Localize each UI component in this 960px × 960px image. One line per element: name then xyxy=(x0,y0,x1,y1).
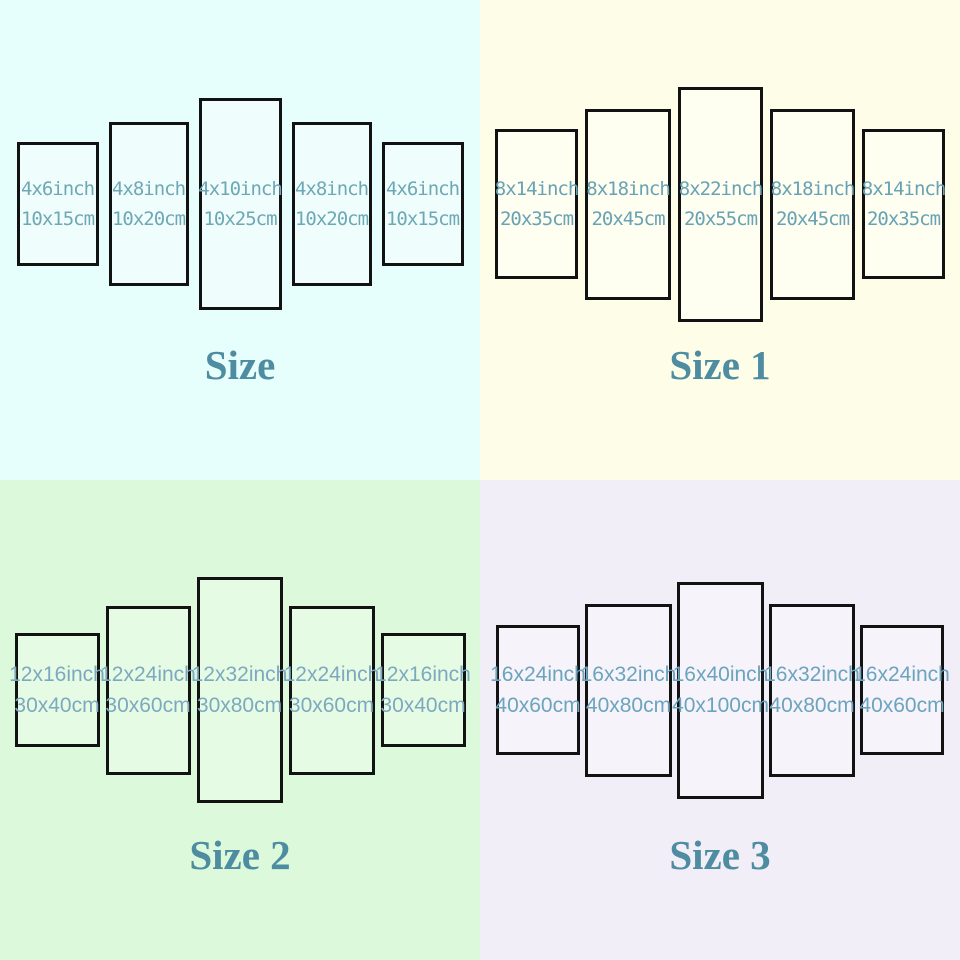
canvas-panel: 8x18inch 20x45cm xyxy=(585,108,671,300)
size-inch-label: 12x24inch xyxy=(283,663,380,686)
size-cm-label: 40x80cm xyxy=(585,694,672,717)
panel-size-label: 12x24inch 30x60cm xyxy=(284,659,380,721)
canvas-panel: 4x8inch 10x20cm xyxy=(291,122,372,286)
panel-size-label: 8x18inch 20x45cm xyxy=(586,174,671,234)
panel-size-label: 12x24inch 30x60cm xyxy=(100,659,196,721)
panel-size-label: 8x18inch 20x45cm xyxy=(770,174,856,234)
panel-size-label: 16x24inch 40x60cm xyxy=(490,659,586,721)
size-cm-label: 30x60cm xyxy=(288,694,375,717)
size-inch-label: 8x18inch xyxy=(586,178,671,200)
panel-size-label: 4x8inch 10x20cm xyxy=(294,174,369,234)
panel-size-label: 16x32inch 40x80cm xyxy=(764,659,860,721)
size-cm-label: 10x15cm xyxy=(20,208,95,230)
size-inch-label: 4x10inch xyxy=(198,178,283,200)
size-inch-label: 4x6inch xyxy=(20,178,95,200)
panel-size-label: 4x6inch 10x15cm xyxy=(20,174,95,234)
size-inch-label: 16x32inch xyxy=(764,663,860,686)
size-cm-label: 40x80cm xyxy=(769,694,855,717)
size-cm-label: 30x60cm xyxy=(105,694,191,717)
panel-size-label: 12x16inch 30x40cm xyxy=(9,659,105,721)
size-inch-label: 12x16inch xyxy=(9,663,105,686)
canvas-panel: 12x32inch 30x80cm xyxy=(192,577,287,803)
panel-size-label: 8x14inch 20x35cm xyxy=(861,174,947,234)
size-cm-label: 40x60cm xyxy=(495,694,581,717)
size-inch-label: 8x18inch xyxy=(770,178,856,200)
size-inch-label: 12x32inch xyxy=(191,663,288,686)
panel-size-label: 4x8inch 10x20cm xyxy=(111,174,186,234)
canvas-panel: 16x24inch 40x60cm xyxy=(854,625,950,755)
canvas-panel: 12x24inch 30x60cm xyxy=(284,605,379,775)
size-chart-quadrant-size: 4x6inch 10x15cm 4x8inch 10x20cm 4x10inch… xyxy=(0,0,480,480)
size-inch-label: 4x8inch xyxy=(294,178,369,200)
size-inch-label: 8x14inch xyxy=(494,178,580,200)
size-inch-label: 4x6inch xyxy=(385,178,460,200)
size-cm-label: 30x80cm xyxy=(196,694,283,717)
size-inch-label: 16x40inch xyxy=(672,663,769,686)
canvas-panel: 8x22inch 20x55cm xyxy=(678,86,764,322)
canvas-panel: 12x24inch 30x60cm xyxy=(100,605,196,775)
panel-size-label: 8x14inch 20x35cm xyxy=(494,174,580,234)
panel-size-label: 12x32inch 30x80cm xyxy=(192,659,288,721)
size-group-title: Size 2 xyxy=(189,832,291,878)
size-inch-label: 4x8inch xyxy=(111,178,186,200)
size-inch-label: 12x16inch xyxy=(375,663,471,686)
canvas-panel: 16x32inch 40x80cm xyxy=(764,603,860,777)
canvas-panel: 12x16inch 30x40cm xyxy=(375,633,471,747)
canvas-panel: 16x32inch 40x80cm xyxy=(581,603,676,777)
size-cm-label: 10x20cm xyxy=(111,208,186,230)
size-group-title: Size xyxy=(204,342,276,388)
size-cm-label: 20x35cm xyxy=(866,208,941,230)
size-inch-label: 8x22inch xyxy=(678,178,764,200)
size-inch-label: 16x24inch xyxy=(490,663,586,686)
canvas-panel: 16x24inch 40x60cm xyxy=(490,625,586,755)
canvas-panel: 4x6inch 10x15cm xyxy=(381,142,464,266)
panel-size-label: 12x16inch 30x40cm xyxy=(375,659,471,721)
size-cm-label: 40x100cm xyxy=(672,694,769,717)
panel-size-label: 16x24inch 40x60cm xyxy=(854,659,950,721)
size-cm-label: 40x60cm xyxy=(859,694,945,717)
panel-size-label: 4x6inch 10x15cm xyxy=(385,174,460,234)
size-inch-label: 12x24inch xyxy=(100,663,196,686)
size-group-title: Size 3 xyxy=(669,832,771,878)
size-cm-label: 20x35cm xyxy=(499,208,574,230)
size-cm-label: 10x20cm xyxy=(294,208,369,230)
size-cm-label: 20x45cm xyxy=(591,208,665,230)
size-inch-label: 16x24inch xyxy=(854,663,950,686)
canvas-panel: 4x6inch 10x15cm xyxy=(16,142,99,266)
panel-size-label: 16x32inch 40x80cm xyxy=(581,659,677,721)
size-cm-label: 10x15cm xyxy=(385,208,460,230)
size-cm-label: 30x40cm xyxy=(380,694,466,717)
size-cm-label: 30x40cm xyxy=(14,694,100,717)
canvas-panel: 8x18inch 20x45cm xyxy=(770,108,856,300)
canvas-panel: 16x40inch 40x100cm xyxy=(672,581,769,799)
size-chart-quadrant-size-1: 8x14inch 20x35cm 8x18inch 20x45cm 8x22in… xyxy=(480,0,960,480)
canvas-panel: 8x14inch 20x35cm xyxy=(494,129,580,279)
panel-size-label: 8x22inch 20x55cm xyxy=(678,174,764,234)
size-cm-label: 10x25cm xyxy=(203,208,277,230)
canvas-panel: 4x8inch 10x20cm xyxy=(108,122,189,286)
size-cm-label: 20x45cm xyxy=(775,208,850,230)
panel-size-label: 16x40inch 40x100cm xyxy=(672,659,769,721)
canvas-panel: 8x14inch 20x35cm xyxy=(861,129,947,279)
size-cm-label: 20x55cm xyxy=(683,208,758,230)
size-chart-quadrant-size-3: 16x24inch 40x60cm 16x32inch 40x80cm 16x4… xyxy=(480,480,960,960)
size-inch-label: 16x32inch xyxy=(580,663,677,686)
size-group-title: Size 1 xyxy=(669,342,771,388)
panel-size-label: 4x10inch 10x25cm xyxy=(198,174,283,234)
canvas-panel: 12x16inch 30x40cm xyxy=(9,633,105,747)
canvas-panel: 4x10inch 10x25cm xyxy=(198,98,283,310)
size-chart-quadrant-size-2: 12x16inch 30x40cm 12x24inch 30x60cm 12x3… xyxy=(0,480,480,960)
size-inch-label: 8x14inch xyxy=(861,178,947,200)
